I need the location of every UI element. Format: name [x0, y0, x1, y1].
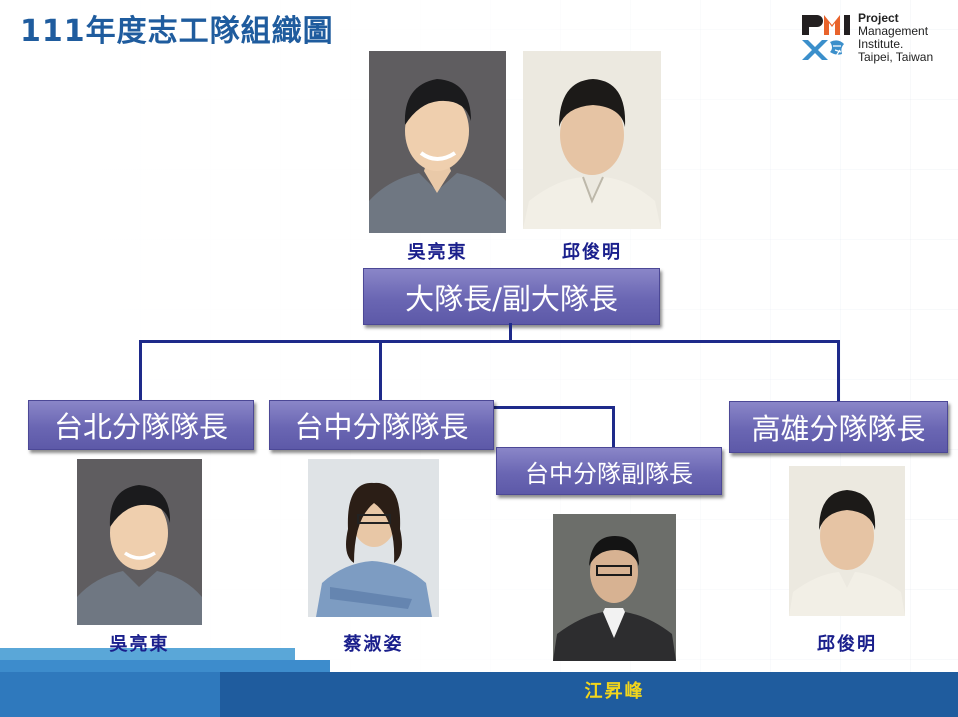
- kaohsiung-leader-photo: [789, 466, 905, 616]
- deputy-name: 邱俊明: [562, 242, 622, 263]
- connector-horizontal: [139, 340, 840, 343]
- taichung-leader-name: 蔡淑姿: [343, 634, 404, 655]
- logo-text-line2: Management: [858, 24, 929, 38]
- taipei-leader-name: 吳亮東: [109, 634, 170, 655]
- taichung-deputy-role-box: 台中分隊副隊長: [496, 447, 722, 495]
- taichung-role-box: 台中分隊隊長: [269, 400, 494, 450]
- connector-taipei: [139, 340, 142, 401]
- taichung-deputy-photo: [553, 514, 676, 661]
- leader-photo: [369, 51, 506, 233]
- kaohsiung-leader-name: 邱俊明: [817, 634, 877, 655]
- connector-deputy-vertical: [612, 406, 615, 448]
- logo-text-line3: Institute.: [858, 37, 904, 51]
- page-title: 111年度志工隊組織圖: [20, 14, 334, 49]
- logo-text-line4: Taipei, Taiwan: [858, 50, 934, 64]
- logo-text: Project Management Institute. Taipei, Ta…: [858, 12, 933, 64]
- connector-deputy-horizontal: [492, 406, 615, 409]
- deputy-photo: [523, 51, 661, 229]
- top-role-box: 大隊長/副大隊長: [363, 268, 660, 325]
- pmi-logo-mark: [802, 15, 850, 60]
- footer-stripe-mid: [0, 660, 330, 674]
- taichung-deputy-name: 江昇峰: [584, 681, 645, 702]
- kaohsiung-role-box: 高雄分隊隊長: [729, 401, 948, 453]
- pmi-taipei-logo: Project Management Institute. Taipei, Ta…: [800, 12, 950, 70]
- taichung-leader-photo: [308, 459, 439, 617]
- logo-text-line1: Project: [858, 11, 899, 25]
- connector-taichung: [379, 340, 382, 401]
- connector-kaohsiung: [837, 340, 840, 402]
- taipei-role-box: 台北分隊隊長: [28, 400, 254, 450]
- footer-stripe-light: [0, 648, 295, 662]
- connector-top-vertical: [509, 323, 512, 342]
- footer-band-left: [0, 672, 220, 717]
- taipei-leader-photo: [77, 459, 202, 625]
- leader-name: 吳亮東: [407, 242, 468, 263]
